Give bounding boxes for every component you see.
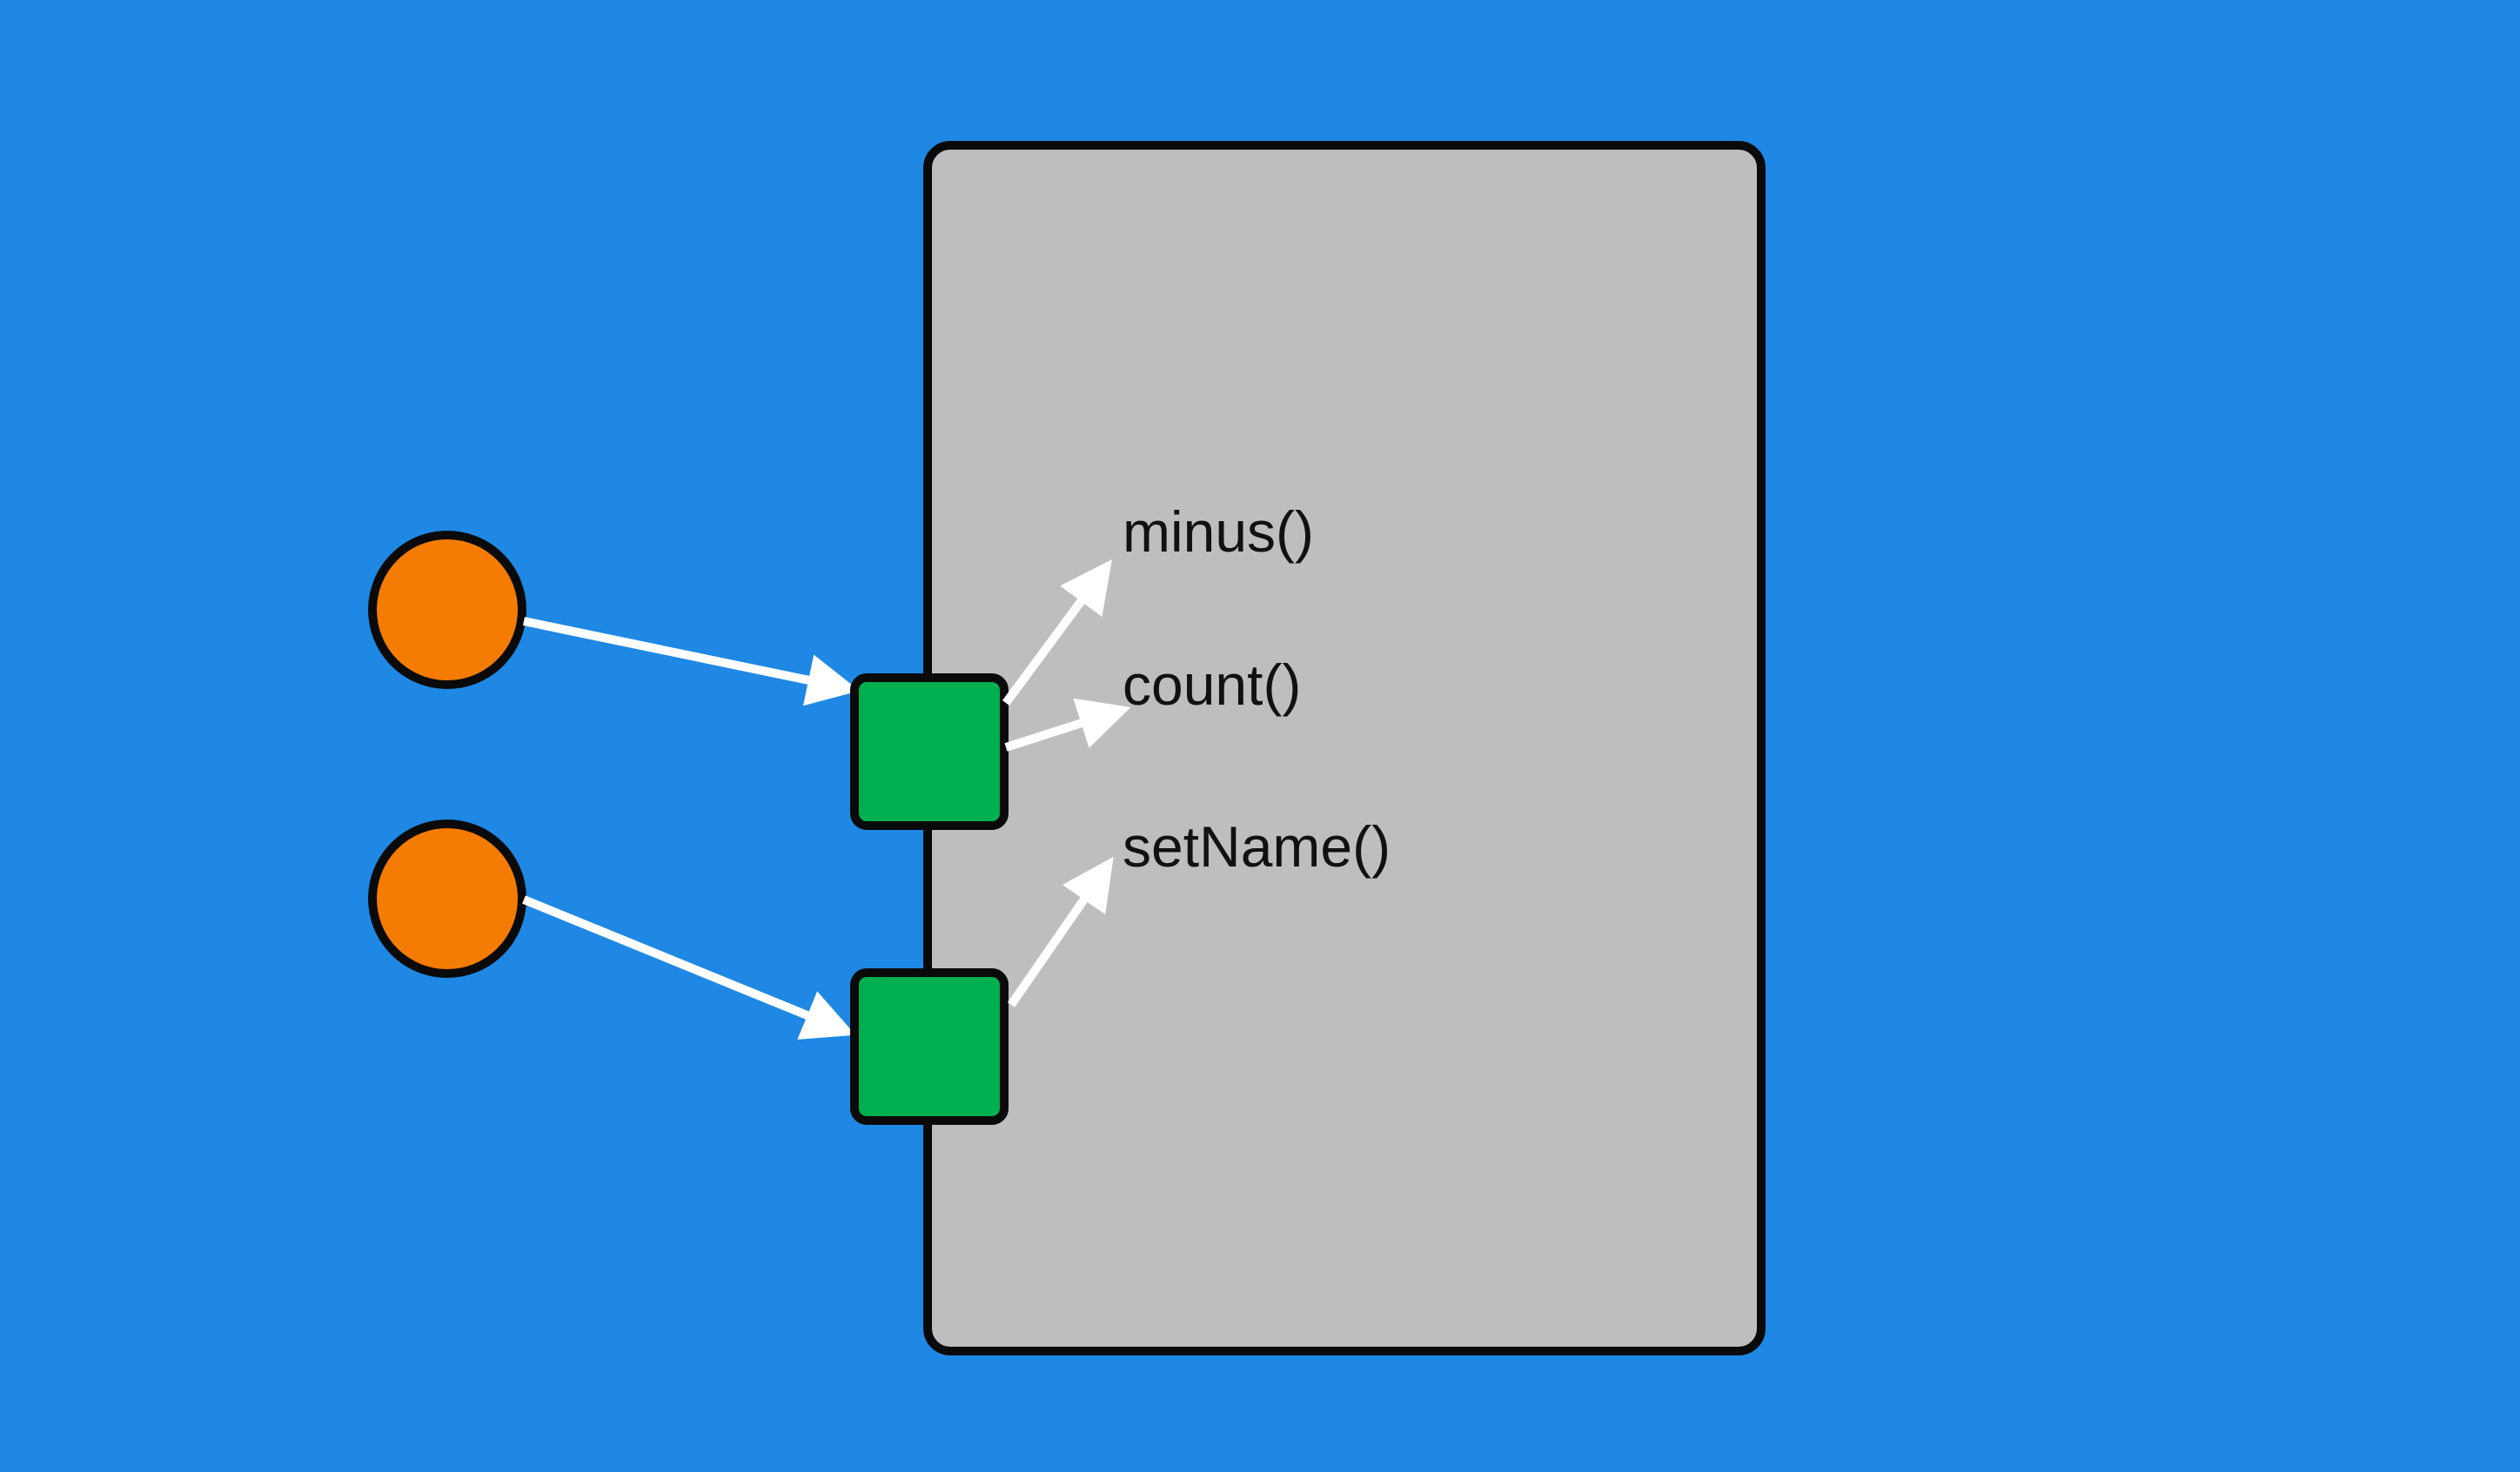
connection-port1-minus (1002, 559, 1112, 706)
connection-port2-setname (1007, 856, 1114, 1007)
interface-port-1 (850, 673, 1009, 830)
connection-client1-port1 (522, 617, 860, 706)
method-label-count: count() (1123, 652, 1301, 717)
component-container (923, 141, 1766, 1355)
method-label-setname: setName() (1123, 814, 1391, 879)
client-node-1 (368, 531, 526, 689)
interface-port-2 (850, 968, 1009, 1125)
connection-client2-port2 (522, 895, 856, 1040)
method-label-minus: minus() (1123, 499, 1314, 564)
connection-port1-count (1004, 698, 1131, 752)
client-node-2 (368, 820, 526, 978)
